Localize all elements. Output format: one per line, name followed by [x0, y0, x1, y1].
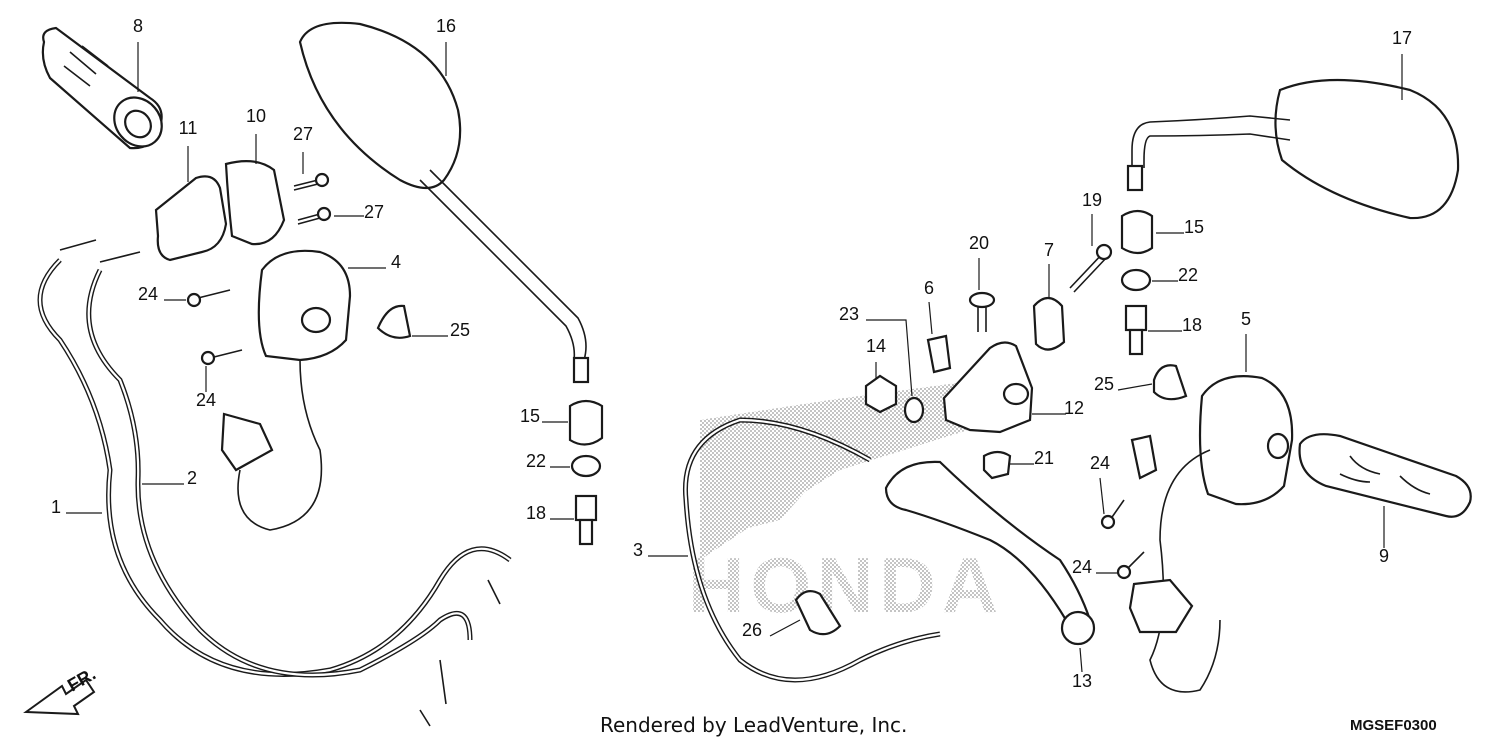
callout-26: 26 [742, 620, 762, 640]
callout-19: 19 [1082, 190, 1102, 210]
front-direction-arrow-icon: FR. [23, 664, 99, 716]
callout-24: 24 [138, 284, 158, 304]
callout-17: 17 [1392, 28, 1412, 48]
callout-12: 12 [1064, 398, 1084, 418]
callout-25: 25 [1094, 374, 1114, 394]
switch-6-part [926, 334, 952, 374]
pivot-21-part [982, 450, 1012, 480]
callout-14: 14 [866, 336, 886, 356]
lever-bracket-part [942, 341, 1034, 434]
callout-leaders [66, 42, 1403, 673]
mirror-left-part [298, 21, 590, 384]
callout-27: 27 [364, 202, 384, 222]
callout-1: 1 [51, 497, 61, 517]
callout-15: 15 [1184, 217, 1204, 237]
callout-3: 3 [633, 540, 643, 560]
callout-18: 18 [1182, 315, 1202, 335]
clip-26-part [794, 589, 842, 636]
callout-22: 22 [1178, 265, 1198, 285]
callout-11: 11 [179, 118, 198, 138]
callout-27: 27 [293, 124, 313, 144]
mirror-adapter-left-parts [568, 399, 604, 546]
bolt-24-left-parts [186, 289, 243, 366]
callout-2: 2 [187, 468, 197, 488]
callout-21: 21 [1034, 448, 1054, 468]
callout-10: 10 [246, 106, 266, 126]
bolt-24-right-parts [1100, 499, 1145, 580]
bolt-20-part [968, 291, 996, 332]
throttle-grip-part [41, 26, 163, 150]
throttle-cables-part [37, 239, 512, 727]
clip-25-left-part [376, 304, 412, 339]
switch-housing-right-part [1128, 375, 1294, 693]
nut-washer-parts [864, 374, 925, 424]
callout-24: 24 [1090, 453, 1110, 473]
callout-8: 8 [133, 16, 143, 36]
callout-9: 9 [1379, 546, 1389, 566]
callout-4: 4 [391, 252, 401, 272]
holder-7-part [1032, 296, 1066, 351]
callout-22: 22 [526, 451, 546, 471]
mirror-right-part [1126, 78, 1460, 220]
callout-18: 18 [526, 503, 546, 523]
bolt-19-part [1069, 243, 1113, 293]
callout-15: 15 [520, 406, 540, 426]
watermark-text: HONDA [688, 541, 1004, 629]
callout-13: 13 [1072, 671, 1092, 691]
callout-20: 20 [969, 233, 989, 253]
callout-23: 23 [839, 304, 859, 324]
callout-6: 6 [924, 278, 934, 298]
callout-24: 24 [196, 390, 216, 410]
callout-24: 24 [1072, 557, 1092, 577]
callout-5: 5 [1241, 309, 1251, 329]
clutch-cable-part [682, 417, 941, 683]
diagram-code: MGSEF0300 [1350, 717, 1437, 734]
clutch-lever-part [884, 460, 1096, 646]
switch-housing-left-part [220, 249, 352, 531]
throttle-housing-part [154, 159, 286, 262]
callout-16: 16 [436, 16, 456, 36]
mirror-adapter-right-parts [1120, 209, 1154, 356]
footer-credit: Rendered by LeadVenture, Inc. [600, 713, 907, 737]
clip-25-right-part [1152, 364, 1188, 401]
screw-27-parts [293, 172, 332, 225]
callout-25: 25 [450, 320, 470, 340]
callout-7: 7 [1044, 240, 1054, 260]
grip-right-part [1298, 433, 1472, 518]
